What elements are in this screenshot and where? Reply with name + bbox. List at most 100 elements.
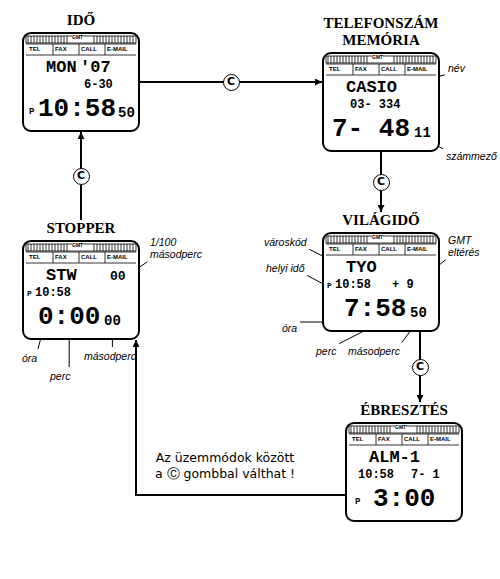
mode-title: ÉBRESZTÉS	[319, 402, 489, 422]
lcd-readout: CASIO	[346, 79, 397, 96]
tick-mark	[109, 244, 110, 251]
tick-mark	[418, 56, 419, 63]
tick-mark	[412, 236, 413, 243]
band-divider	[405, 244, 406, 255]
tick-mark	[358, 236, 359, 243]
band-label: TEL	[329, 66, 340, 72]
callout-label: óra	[282, 322, 297, 334]
tick-mark	[406, 56, 407, 63]
tick-mark	[403, 56, 404, 63]
band-label: E-MAIL	[407, 246, 428, 252]
lcd-readout: 10:58	[335, 279, 371, 291]
tick-mark	[361, 236, 362, 243]
band-label: CALL	[381, 66, 397, 72]
lcd-readout: MON	[46, 59, 77, 76]
band-divider	[428, 434, 429, 445]
band-divider	[353, 64, 354, 75]
band-label: CALL	[81, 46, 97, 52]
mode-title: VILÁGIDŐ	[296, 212, 466, 232]
band-label: FAX	[378, 436, 390, 442]
band-label: FAX	[55, 46, 67, 52]
tick-mark	[124, 244, 125, 251]
tick-mark	[346, 56, 347, 63]
tick-mark	[127, 244, 128, 251]
band-divider	[53, 44, 54, 55]
band-divider	[326, 75, 436, 76]
band-label: E-MAIL	[430, 436, 451, 442]
tick-mark	[112, 244, 113, 251]
callout-label: városkód	[264, 236, 307, 248]
watch-mode: ÉBRESZTÉSGMTTELFAXCALLE-MAILALM-110:587-…	[345, 402, 463, 522]
tick-mark	[351, 426, 352, 433]
mode-arrow	[136, 340, 345, 495]
tick-mark	[40, 36, 41, 43]
tick-mark	[355, 56, 356, 63]
tick-mark	[394, 236, 395, 243]
callout-label: perc	[316, 345, 336, 357]
tick-mark	[34, 36, 35, 43]
tick-mark	[67, 36, 68, 43]
tick-mark	[358, 56, 359, 63]
lcd-readout: 0:00	[38, 304, 100, 330]
band-divider	[26, 44, 136, 45]
lcd-readout: 10:58	[358, 469, 394, 481]
tick-mark	[349, 236, 350, 243]
band-divider	[349, 434, 459, 435]
tick-mark	[28, 36, 29, 43]
mode-title: TELEFONSZÁM MEMÓRIA	[296, 15, 466, 52]
lcd-readout: 7- 48	[332, 116, 410, 142]
callout-label: 1/100 másodperc	[150, 236, 212, 260]
tick-mark	[55, 244, 56, 251]
band-divider	[349, 445, 459, 446]
tick-mark	[432, 426, 433, 433]
tick-mark	[352, 56, 353, 63]
lcd-readout: 00	[104, 314, 121, 328]
watch-mode: STOPPERGMTTELFAXCALLE-MAILSTW00P10:580:0…	[22, 220, 140, 340]
lcd-readout: 10:58	[38, 96, 116, 122]
tick-mark	[450, 426, 451, 433]
tick-mark	[427, 236, 428, 243]
lcd-readout: STW	[46, 267, 77, 284]
tick-mark	[343, 56, 344, 63]
tick-mark	[429, 426, 430, 433]
tick-mark	[409, 236, 410, 243]
lcd-readout: 50	[118, 106, 135, 120]
tick-strip	[349, 426, 459, 433]
tick-mark	[364, 56, 365, 63]
watch-face: GMTTELFAXCALLE-MAILSTW00P10:580:0000	[22, 240, 140, 340]
band-label: CALL	[381, 246, 397, 252]
band-label: GMT	[72, 35, 83, 40]
tick-mark	[133, 244, 134, 251]
band-label: CALL	[404, 436, 420, 442]
tick-mark	[378, 426, 379, 433]
tick-mark	[340, 236, 341, 243]
tick-mark	[49, 244, 50, 251]
tick-mark	[424, 236, 425, 243]
tick-mark	[394, 56, 395, 63]
tick-mark	[52, 244, 53, 251]
tick-mark	[334, 236, 335, 243]
tick-strip	[326, 56, 436, 63]
lcd-readout: TYO	[346, 259, 377, 276]
tick-mark	[387, 426, 388, 433]
tick-mark	[109, 36, 110, 43]
tick-mark	[360, 426, 361, 433]
tick-mark	[328, 236, 329, 243]
tick-mark	[369, 426, 370, 433]
lcd-readout: '07	[80, 59, 111, 76]
tick-mark	[354, 426, 355, 433]
callout-label: számmező	[446, 150, 497, 162]
tick-mark	[133, 36, 134, 43]
tick-mark	[331, 236, 332, 243]
tick-mark	[49, 36, 50, 43]
tick-mark	[421, 56, 422, 63]
tick-mark	[340, 56, 341, 63]
tick-mark	[337, 56, 338, 63]
tick-mark	[58, 36, 59, 43]
tick-mark	[384, 426, 385, 433]
tick-mark	[412, 56, 413, 63]
tick-mark	[343, 236, 344, 243]
tick-mark	[400, 56, 401, 63]
tick-strip	[26, 244, 136, 251]
